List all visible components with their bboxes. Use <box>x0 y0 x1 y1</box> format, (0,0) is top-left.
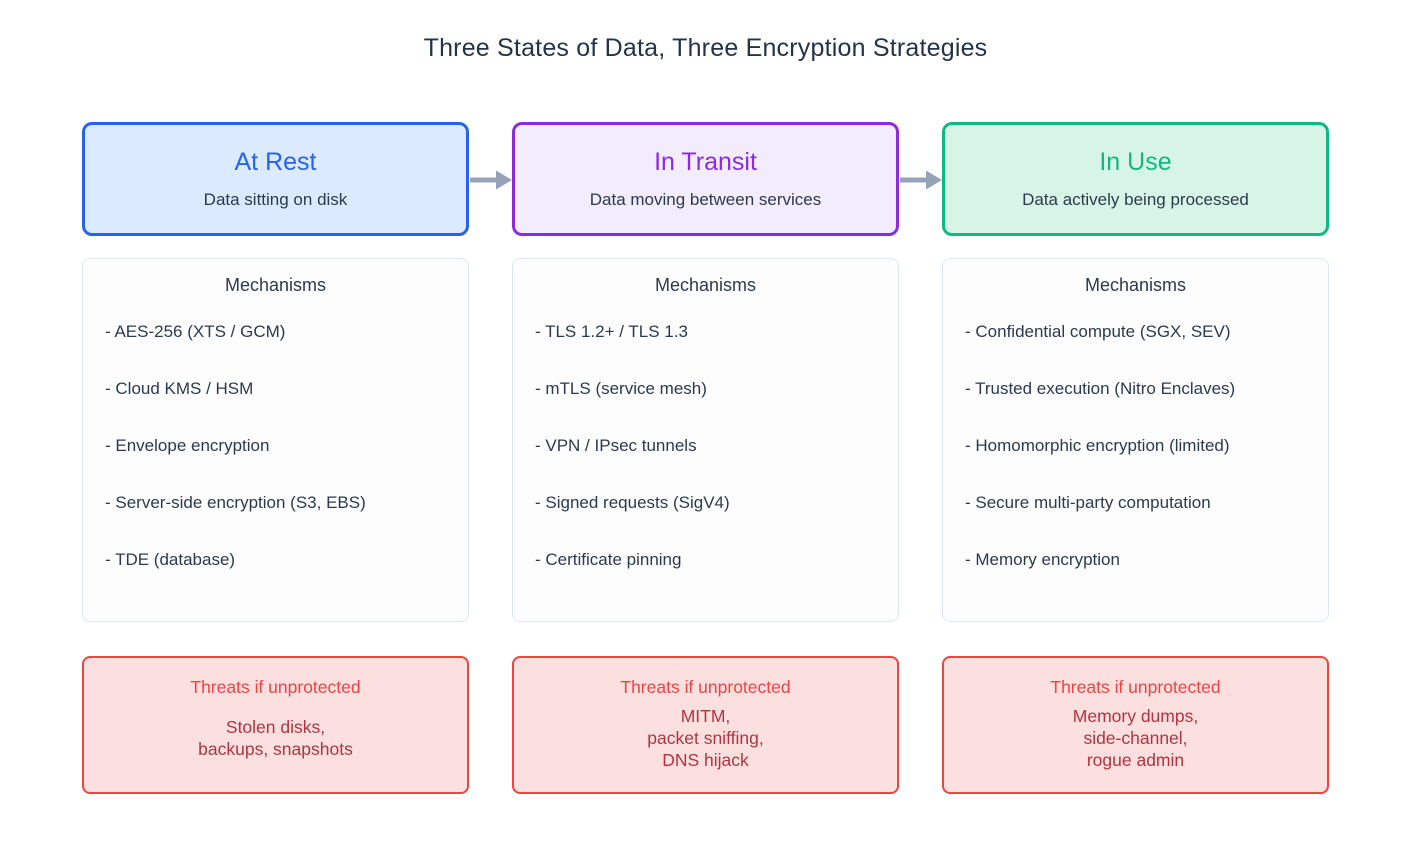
mechanism-item: - TLS 1.2+ / TLS 1.3 <box>535 322 688 341</box>
mechanisms-list: - AES-256 (XTS / GCM) - Cloud KMS / HSM … <box>101 323 450 569</box>
mechanism-item: - Confidential compute (SGX, SEV) <box>965 322 1231 341</box>
threats-box-in-transit: Threats if unprotected MITM, packet snif… <box>512 656 899 794</box>
mechanism-item: - Signed requests (SigV4) <box>535 493 730 512</box>
state-title: In Use <box>1099 148 1172 176</box>
page-title: Three States of Data, Three Encryption S… <box>423 34 988 62</box>
mechanism-item: - Secure multi-party computation <box>965 493 1211 512</box>
threats-heading: Threats if unprotected <box>190 677 361 697</box>
state-box-in-transit: In Transit Data moving between services <box>512 122 899 236</box>
state-box-in-use: In Use Data actively being processed <box>942 122 1329 236</box>
threats-heading: Threats if unprotected <box>1050 677 1221 697</box>
threats-body: MITM, packet sniffing, DNS hijack <box>647 706 764 770</box>
mechanism-item: - Envelope encryption <box>105 436 270 455</box>
mechanism-item: - TDE (database) <box>105 550 236 569</box>
mechanism-item: - Server-side encryption (S3, EBS) <box>105 493 366 512</box>
mechanism-item: - Memory encryption <box>965 550 1120 569</box>
threats-body: Stolen disks, backups, snapshots <box>198 717 353 759</box>
state-subtitle: Data moving between services <box>589 190 822 209</box>
mechanisms-heading: Mechanisms <box>654 275 757 295</box>
column-in-use: In Use Data actively being processed Mec… <box>942 122 1329 794</box>
mechanism-item: - Certificate pinning <box>535 550 682 569</box>
column-in-transit: In Transit Data moving between services … <box>512 122 899 794</box>
mechanisms-box-in-transit: Mechanisms - TLS 1.2+ / TLS 1.3 - mTLS (… <box>512 258 899 622</box>
arrow-right-icon <box>900 170 942 190</box>
mechanisms-list: - TLS 1.2+ / TLS 1.3 - mTLS (service mes… <box>531 323 880 569</box>
mechanism-item: - mTLS (service mesh) <box>535 379 707 398</box>
mechanisms-box-in-use: Mechanisms - Confidential compute (SGX, … <box>942 258 1329 622</box>
threats-body: Memory dumps, side-channel, rogue admin <box>1072 706 1199 770</box>
state-title: At Rest <box>234 148 317 176</box>
state-subtitle: Data actively being processed <box>1022 190 1249 209</box>
mechanism-item: - AES-256 (XTS / GCM) <box>105 322 286 341</box>
mechanisms-box-at-rest: Mechanisms - AES-256 (XTS / GCM) - Cloud… <box>82 258 469 622</box>
column-at-rest: At Rest Data sitting on disk Mechanisms … <box>82 122 469 794</box>
state-title: In Transit <box>654 148 757 176</box>
state-subtitle: Data sitting on disk <box>203 190 348 209</box>
mechanism-item: - VPN / IPsec tunnels <box>535 436 697 455</box>
mechanism-item: - Homomorphic encryption (limited) <box>965 436 1230 455</box>
mechanisms-list: - Confidential compute (SGX, SEV) - Trus… <box>961 323 1310 569</box>
mechanism-item: - Cloud KMS / HSM <box>105 379 254 398</box>
mechanism-item: - Trusted execution (Nitro Enclaves) <box>965 379 1236 398</box>
threats-box-in-use: Threats if unprotected Memory dumps, sid… <box>942 656 1329 794</box>
threats-box-at-rest: Threats if unprotected Stolen disks, bac… <box>82 656 469 794</box>
arrow-right-icon <box>470 170 512 190</box>
mechanisms-heading: Mechanisms <box>1084 275 1187 295</box>
threats-heading: Threats if unprotected <box>620 677 791 697</box>
mechanisms-heading: Mechanisms <box>224 275 327 295</box>
state-box-at-rest: At Rest Data sitting on disk <box>82 122 469 236</box>
